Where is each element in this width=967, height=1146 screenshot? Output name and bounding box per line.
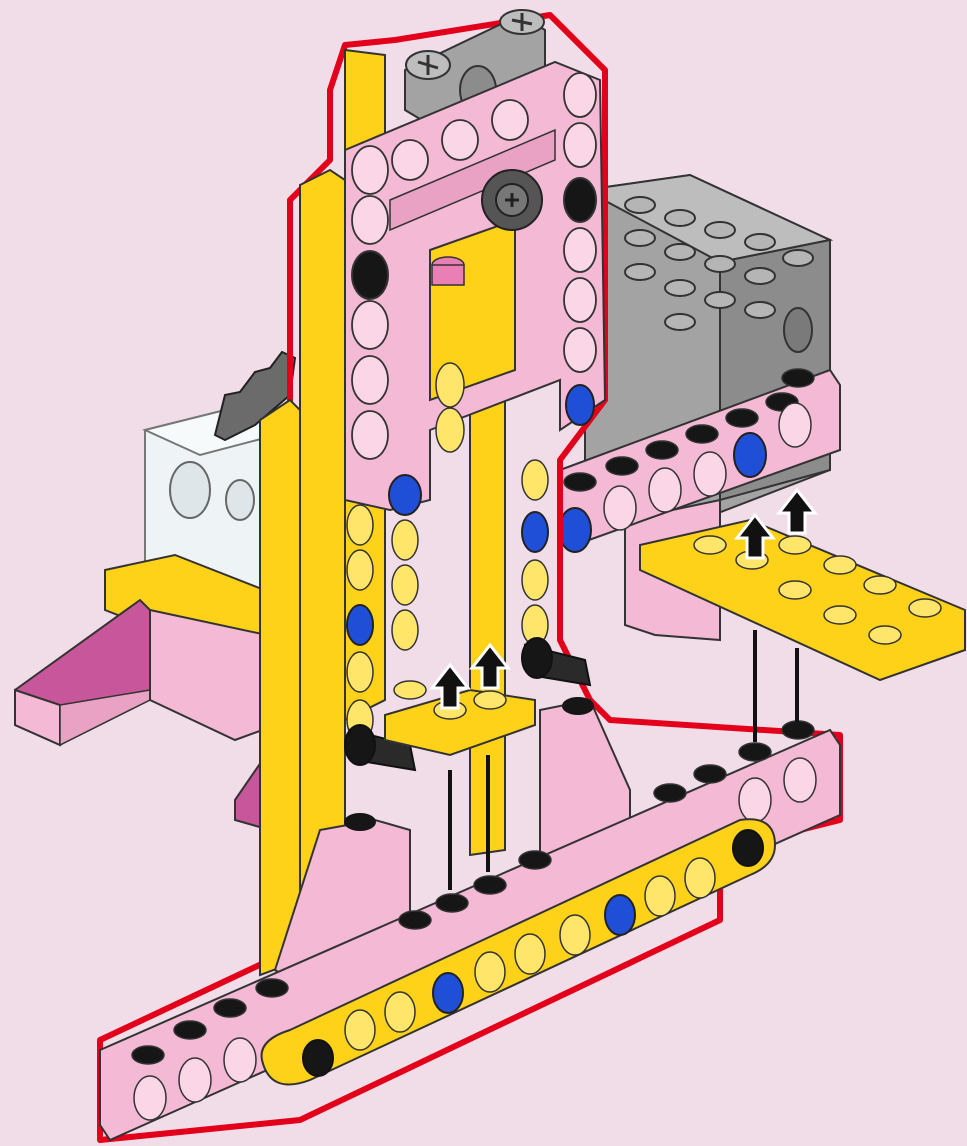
pin-icon — [389, 475, 421, 515]
pin-icon — [433, 973, 463, 1013]
pin-icon — [522, 512, 548, 552]
arrow-up-icon — [779, 490, 815, 533]
pink-bush — [432, 257, 464, 285]
pin-icon — [564, 178, 596, 222]
pin-icon — [352, 251, 388, 299]
axle-hole-icon — [303, 1040, 333, 1076]
gear-icon — [482, 170, 542, 230]
pin-icon — [566, 385, 594, 425]
pin-icon — [559, 508, 591, 552]
pin-icon — [734, 433, 766, 477]
axle-hole-icon — [733, 830, 763, 866]
pin-icon — [605, 895, 635, 935]
hub-port-icon — [784, 308, 812, 352]
pin-icon — [347, 605, 373, 645]
black-pin-right — [522, 638, 590, 685]
yellow-plate-small — [385, 681, 535, 755]
